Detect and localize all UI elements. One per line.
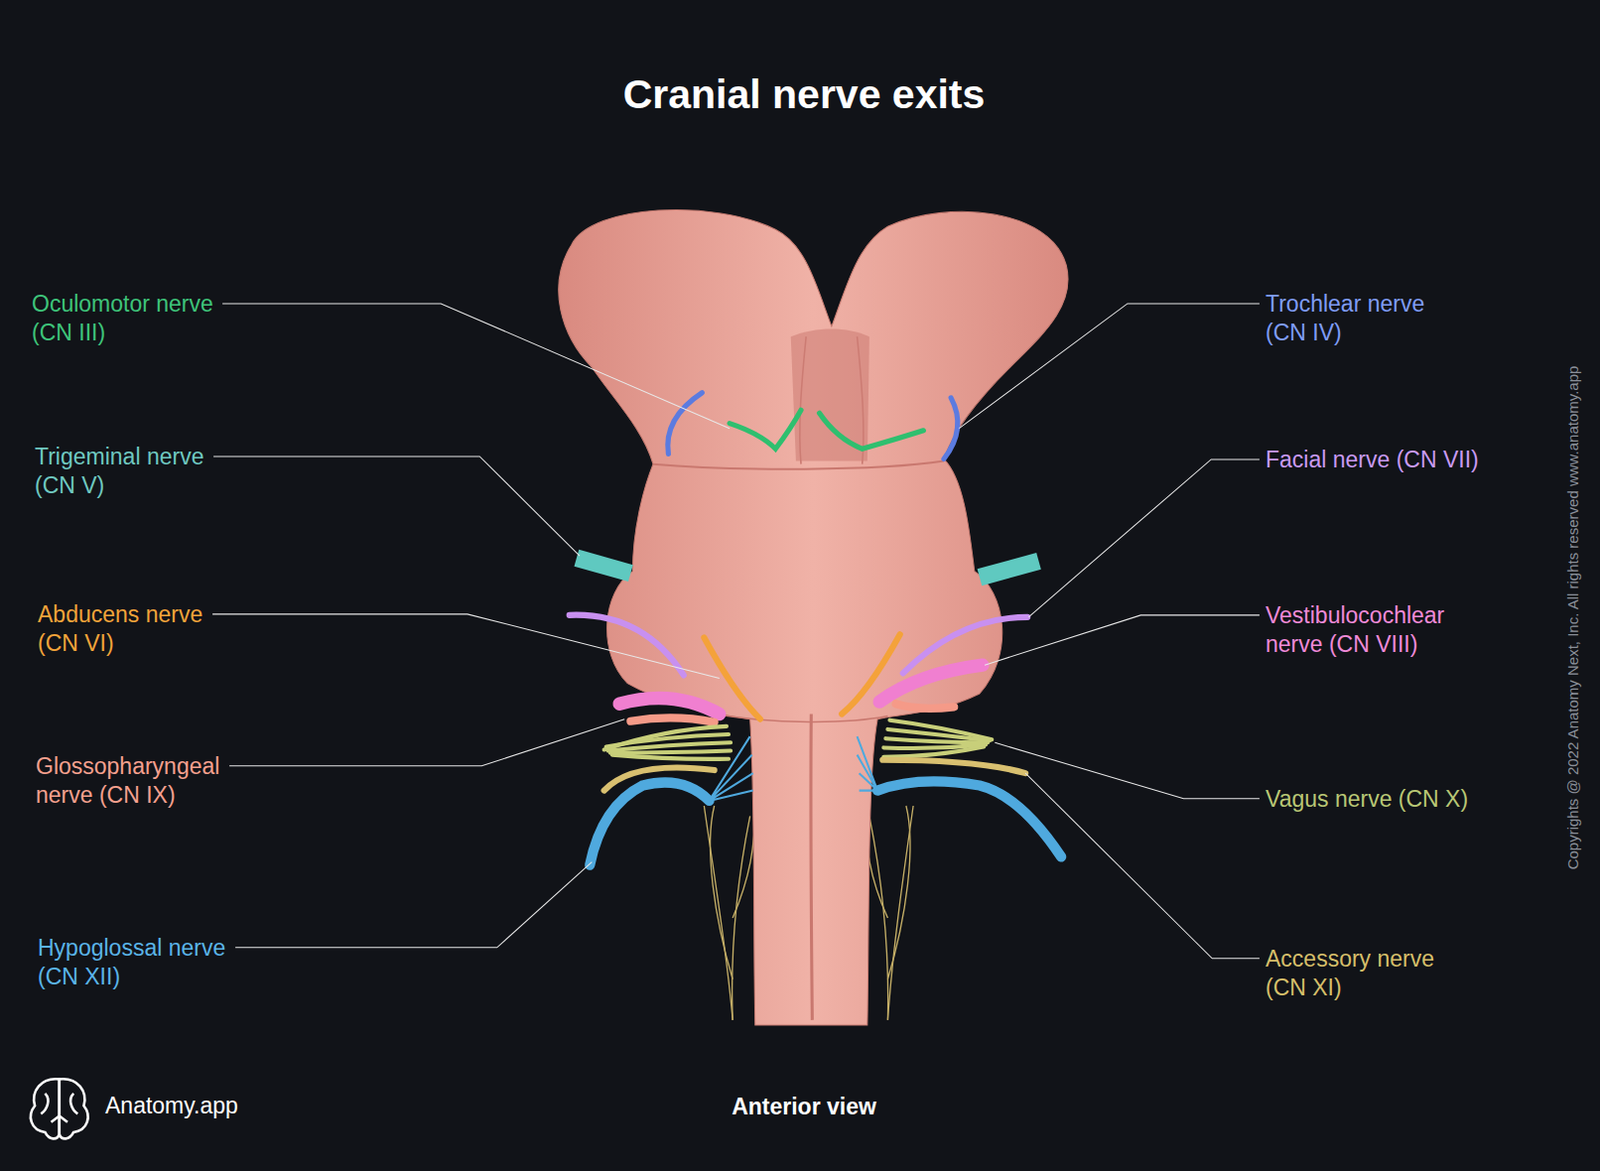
vestibulocochlear-nerve <box>619 665 983 714</box>
nerve-label: Vagus nerve (CN X) <box>1265 785 1468 814</box>
hypoglossal-rootlets <box>709 736 879 801</box>
nerve-label: Vestibulocochlear nerve (CN VIII) <box>1265 601 1449 660</box>
leader-line <box>235 862 592 948</box>
brand-logo <box>30 1078 89 1139</box>
nerve-label: Trochlear nerve (CN IV) <box>1265 289 1429 348</box>
nerve-label: Trigeminal nerve (CN V) <box>34 442 208 501</box>
trigeminal-nerve <box>576 557 1040 578</box>
brand-name: Anatomy.app <box>105 1091 239 1121</box>
leader-line <box>1025 773 1260 959</box>
trochlear-nerve <box>667 393 958 460</box>
leader-line <box>222 303 730 429</box>
leader-line <box>229 719 625 767</box>
glossopharyngeal-nerve <box>630 703 954 723</box>
leader-line <box>1028 459 1260 618</box>
view-caption: Anterior view <box>731 1092 877 1122</box>
nerve-label: Facial nerve (CN VII) <box>1265 445 1479 475</box>
interpeduncular-fossa <box>791 328 870 461</box>
nerve-label: Hypoglossal nerve (CN XII) <box>37 933 230 992</box>
nerve-label: Abducens nerve (CN VI) <box>37 600 207 659</box>
abducens-nerve <box>703 634 900 719</box>
nerve-label: Accessory nerve (CN XI) <box>1265 944 1439 1003</box>
nerve-label: Glossopharyngeal nerve (CN IX) <box>35 752 224 810</box>
leader-line <box>958 303 1260 429</box>
leader-line <box>212 614 720 679</box>
oculomotor-nerve <box>729 409 924 449</box>
nerve-label: Oculomotor nerve (CN III) <box>31 289 217 348</box>
copyright-watermark: Copyrights @ 2022 Anatomy Next, Inc. All… <box>1559 365 1589 870</box>
leader-line <box>984 615 1260 666</box>
leader-line <box>994 742 1260 800</box>
leader-line <box>213 456 580 556</box>
diagram-title: Cranial nerve exits <box>623 80 986 110</box>
hypoglossal-nerve <box>589 781 1062 865</box>
vagus-nerve <box>604 720 993 760</box>
brainstem <box>558 209 1068 1026</box>
